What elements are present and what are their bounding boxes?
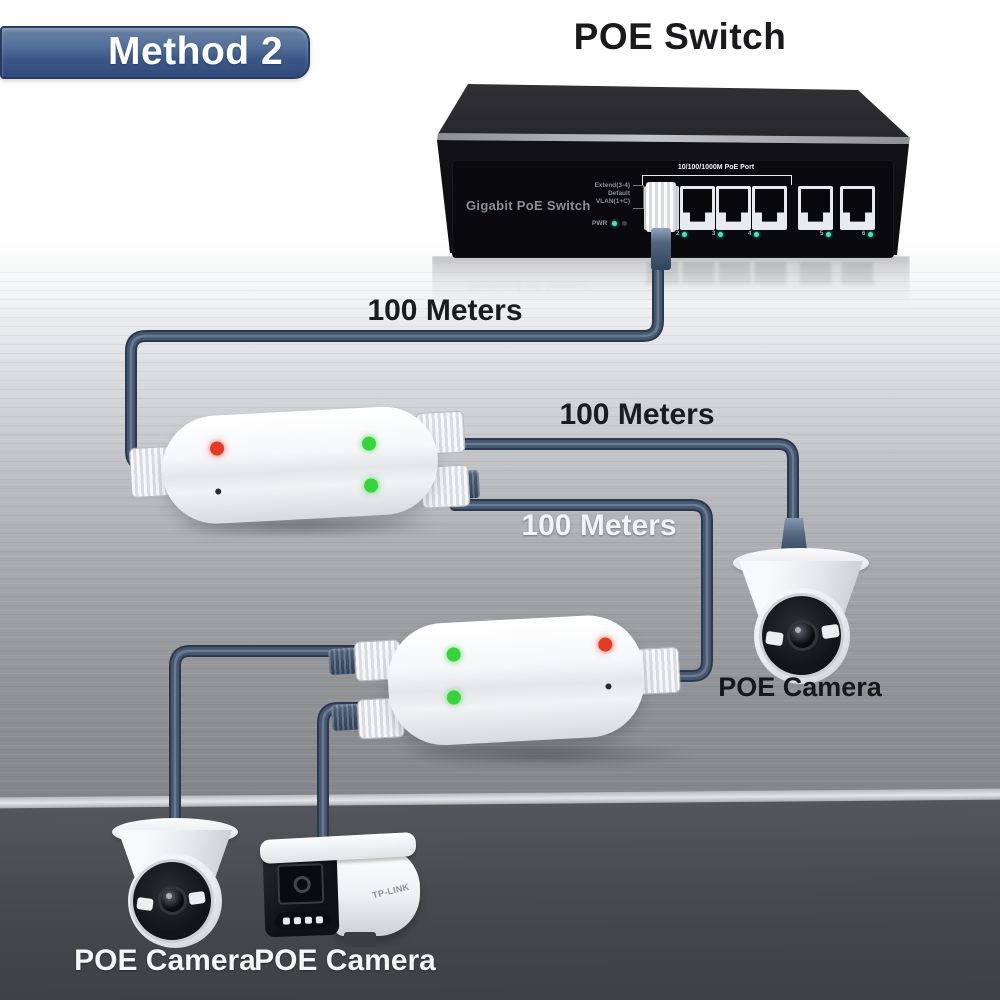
port-led-5: 5 xyxy=(820,231,846,237)
rj45-slot xyxy=(801,189,830,222)
rj45-boot xyxy=(331,703,361,731)
poe-camera-right xyxy=(733,548,869,693)
switch-reflection: Gigabit PoE Switch xyxy=(432,256,910,320)
rj45-uplink-port-5 xyxy=(798,186,833,230)
rj45-uplink-port-6 xyxy=(840,186,875,230)
ir-window-left xyxy=(765,630,784,647)
method-badge: Method 2 xyxy=(0,26,310,79)
status-led xyxy=(622,221,628,226)
extender-body xyxy=(385,612,648,748)
switch-brand-label: Gigabit PoE Switch xyxy=(466,198,591,213)
cable-distance-label-1: 100 Meters xyxy=(367,294,523,327)
reflected-port xyxy=(840,260,875,286)
camera-bottom-middle-label: POE Camera xyxy=(254,944,436,977)
rj45-port-3 xyxy=(716,186,751,230)
rj45-slot xyxy=(843,189,872,222)
extender-body xyxy=(159,404,441,527)
poe-extender-1 xyxy=(127,396,481,534)
camera-brand-text: TP-LINK xyxy=(371,881,411,901)
port-led-6: 6 xyxy=(862,231,888,237)
extender-2-shadow xyxy=(395,742,695,768)
camera-lens xyxy=(158,886,187,915)
camera-lens xyxy=(293,875,311,894)
poe-switch-device: Gigabit PoE Switch Extend(3-4) Default V… xyxy=(430,78,912,270)
cable-run-extender-1-to-camera xyxy=(434,438,799,558)
ir-led xyxy=(293,917,302,925)
port-led-4: 4 xyxy=(748,231,774,237)
port-led-3: 3 xyxy=(712,231,738,237)
port-link-led xyxy=(826,231,832,237)
port-link-led xyxy=(718,231,724,237)
pwr-label: PWR xyxy=(592,220,608,227)
ir-led-bar xyxy=(274,910,332,930)
ir-window-right xyxy=(821,623,840,640)
bullet-camera-front xyxy=(262,850,340,938)
poe-extender-2 xyxy=(319,603,686,757)
switch-power-led-row: PWR xyxy=(592,220,628,227)
rj45-slot xyxy=(683,189,712,222)
port-link-led xyxy=(868,231,874,237)
switch-top-face xyxy=(438,84,910,138)
power-led xyxy=(612,221,618,226)
ir-window-right xyxy=(188,890,206,906)
switch-config-bracket xyxy=(633,185,644,209)
reflected-port xyxy=(681,260,716,286)
method-badge-label: Method 2 xyxy=(108,30,284,73)
switch-config-text: Extend(3-4) Default VLAN(1+C) xyxy=(570,182,630,206)
switch-config-line: Default xyxy=(607,190,630,197)
page-title: POE Switch xyxy=(573,16,787,57)
poe-port-group-bracket xyxy=(642,175,792,185)
port-link-led xyxy=(682,231,688,237)
rj45-plug-in-port-1 xyxy=(646,182,676,232)
rj45-slot xyxy=(755,189,784,222)
reflected-port xyxy=(717,260,752,286)
port-link-led xyxy=(754,231,760,237)
poe-camera-bottom-left xyxy=(112,818,238,950)
camera-bottom-left-label: POE Camera xyxy=(74,944,256,977)
ir-led xyxy=(315,916,324,924)
bullet-camera-mount xyxy=(344,932,376,947)
poe-camera-bottom-middle: TP-LINK xyxy=(258,831,423,952)
switch-config-line: Extend(3-4) xyxy=(594,182,630,189)
cable-distance-label-2: 100 Meters xyxy=(559,398,715,431)
rj45-port-4 xyxy=(752,186,787,230)
reflected-port xyxy=(798,260,833,286)
ir-led xyxy=(304,916,313,924)
rj45-plug-boot xyxy=(651,228,671,270)
cable-run-extender-1-to-extender-2 xyxy=(449,499,713,682)
cable-distance-label-3: 100 Meters xyxy=(521,509,677,542)
rj45-boot xyxy=(328,647,358,676)
port-led-2: 2 xyxy=(676,231,702,237)
ir-window-left xyxy=(136,896,154,912)
ir-led xyxy=(282,917,291,925)
switch-edge-rim xyxy=(437,133,910,144)
camera-lens xyxy=(787,620,818,651)
rj45-slot xyxy=(719,189,748,222)
camera-right-label: POE Camera xyxy=(718,672,882,702)
poe-port-group-label: 10/100/1000M PoE Port xyxy=(677,164,755,171)
switch-config-line: VLAN(1+C) xyxy=(595,198,630,205)
reflected-port xyxy=(753,260,788,286)
rj45-port-2 xyxy=(680,186,715,230)
bullet-camera-body: TP-LINK xyxy=(334,846,420,936)
cable-run-extender-2-to-camera-left xyxy=(169,645,370,848)
lens-window xyxy=(276,863,325,905)
